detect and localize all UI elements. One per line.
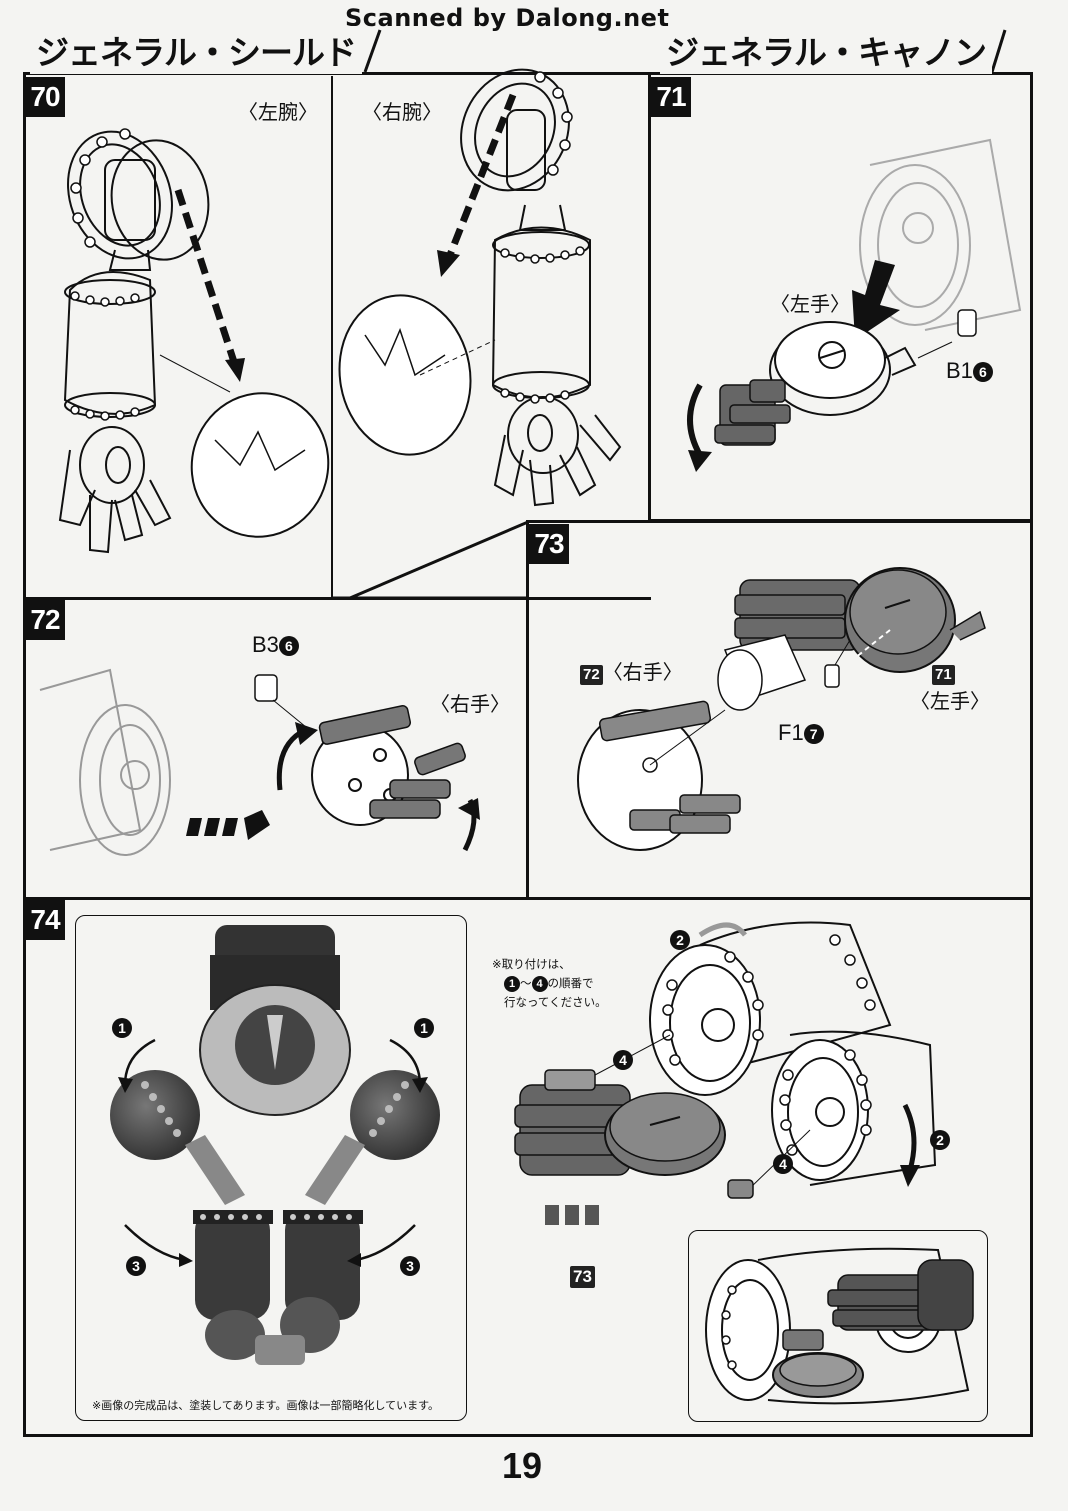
ref-71-label: 〈左手〉: [910, 689, 990, 713]
step-number-71: 71: [651, 77, 691, 117]
ref-badge-73: 73: [570, 1266, 595, 1288]
label-right-hand-72: 〈右手〉: [430, 692, 510, 716]
label-left-arm: 〈左腕〉: [238, 100, 318, 124]
watermark: Scanned by Dalong.net: [345, 4, 670, 32]
part-b3-code: B3: [252, 632, 279, 657]
note-line-3: 行なってください。: [504, 995, 607, 1009]
hands-joining-illustration: [577, 567, 986, 851]
runner-6-badge-b3: 6: [278, 636, 299, 657]
part-b1-code: B1: [946, 358, 973, 383]
note-suffix: の順番で: [547, 976, 594, 990]
step-number-74: 74: [25, 900, 65, 940]
header-general-shield: ジェネラル・シールド: [30, 26, 362, 74]
order-marker-1-left: 1: [112, 1018, 132, 1038]
completed-model-photo: [110, 925, 440, 1365]
order-marker-1-right: 1: [414, 1018, 434, 1038]
cannon-left-hand-illustration: [687, 138, 1022, 472]
label-left-hand-71: 〈左手〉: [770, 292, 850, 316]
inset-completed-cannon: [705, 1247, 974, 1405]
photo-frame: [75, 915, 467, 1421]
cannon-exploded-illustration: [514, 921, 937, 1225]
step-number-72: 72: [25, 600, 65, 640]
photo-caption: ※画像の完成品は、塗装してあります。画像は一部簡略化しています。: [92, 1399, 440, 1412]
note-order-to: 4: [531, 975, 548, 992]
order-marker-2-top: 2: [670, 930, 690, 950]
left-arm-illustration: [58, 128, 330, 554]
order-marker-3-right: 3: [400, 1256, 420, 1276]
step-number-70: 70: [25, 77, 65, 117]
label-right-arm: 〈右腕〉: [362, 100, 442, 124]
runner-6-badge: 6: [972, 362, 993, 383]
step-number-73: 73: [529, 524, 569, 564]
note-order-from: 1: [504, 975, 520, 992]
order-marker-3-left: 3: [126, 1256, 146, 1276]
right-arm-illustration: [338, 68, 622, 507]
ref-badge-71: 71: [932, 665, 955, 685]
part-f1-code: F1: [778, 720, 804, 745]
panel-74: [23, 897, 1033, 1437]
order-marker-4-upper: 4: [613, 1050, 633, 1070]
order-marker-4-lower: 4: [773, 1154, 793, 1174]
runner-7-badge: 7: [803, 724, 824, 745]
label-ref-72-right-hand: 72〈右手〉: [580, 656, 683, 685]
header-general-cannon: ジェネラル・キャノン: [660, 26, 992, 74]
ref-badge-72: 72: [580, 665, 603, 685]
ref-72-label: 〈右手〉: [602, 660, 683, 684]
note-tilde: ～: [520, 976, 532, 990]
note-line-1: ※取り付けは、: [492, 957, 571, 971]
page-number: 19: [502, 1445, 543, 1486]
right-hand-assembly-illustration: [39, 668, 480, 856]
label-ref-71-left-hand: 71 〈左手〉: [910, 660, 990, 714]
order-marker-2-right: 2: [930, 1130, 950, 1150]
inset-frame: [688, 1230, 988, 1422]
